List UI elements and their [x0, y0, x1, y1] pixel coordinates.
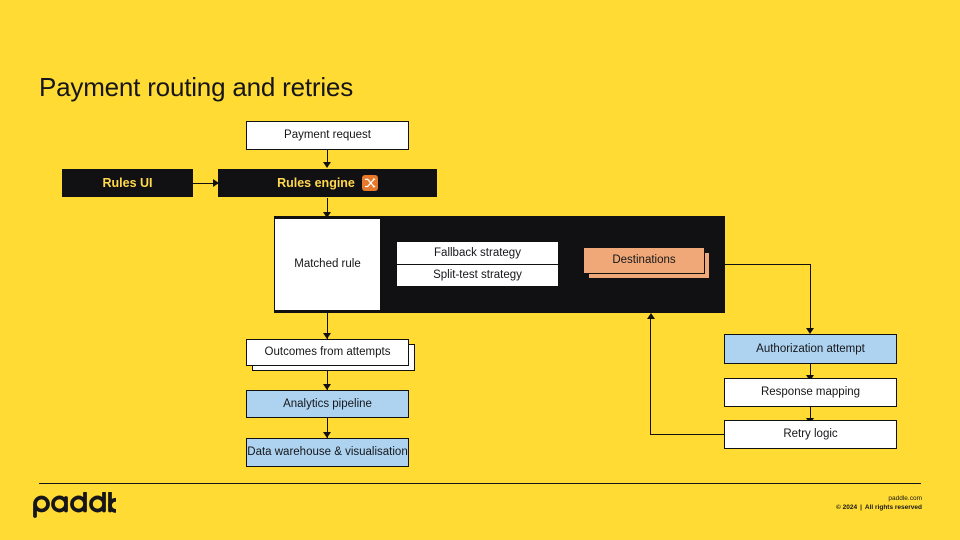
node-fallback-strategy-label: Fallback strategy — [434, 246, 521, 259]
node-rules-ui[interactable]: Rules UI — [62, 169, 193, 197]
paddle-logo — [30, 492, 116, 518]
connector-retry-logic-feedback-v — [650, 318, 652, 434]
connector-retry-logic-feedback-h — [650, 433, 725, 435]
node-destinations-label: Destinations — [612, 254, 676, 266]
arrowhead-rules-engine-left-in — [213, 179, 219, 187]
connector-payment-request-to-rules-engine — [326, 149, 328, 167]
page-title: Payment routing and retries — [39, 72, 353, 102]
footer-divider — [39, 483, 921, 485]
arrowhead-matched-rule-in — [323, 212, 331, 218]
node-analytics-pipeline[interactable]: Analytics pipeline — [246, 390, 409, 418]
arrowhead-data-warehouse-in — [323, 432, 331, 438]
node-payment-request-label: Payment request — [284, 129, 371, 141]
node-outcomes-from-attempts-label: Outcomes from attempts — [264, 346, 391, 358]
shuffle-icon — [361, 175, 378, 191]
node-response-mapping-label: Response mapping — [760, 386, 861, 398]
node-destinations[interactable]: Destinations — [583, 247, 705, 274]
connector-rules-engine-to-matched-rule — [326, 198, 328, 218]
node-authorization-attempt[interactable]: Authorization attempt — [724, 334, 897, 364]
node-rules-ui-label: Rules UI — [102, 175, 153, 190]
footer-copyright-line: © 2024|All rights reserved — [836, 503, 922, 512]
arrowhead-authorization-in — [806, 328, 814, 334]
connector-authorization-to-response-mapping — [809, 364, 811, 381]
connector-panel-to-authorization-h — [725, 263, 811, 265]
node-data-warehouse[interactable]: Data warehouse & visualisation — [246, 438, 409, 467]
node-matched-rule-label: Matched rule — [294, 258, 361, 270]
node-rules-engine[interactable]: Rules engine — [218, 169, 437, 197]
node-retry-logic-label: Retry logic — [783, 428, 838, 440]
node-payment-request[interactable]: Payment request — [246, 121, 409, 150]
connector-rules-ui-to-rules-engine — [193, 182, 218, 184]
arrowhead-rules-engine-in — [323, 162, 331, 168]
node-matched-rule[interactable]: Matched rule — [274, 218, 381, 311]
node-analytics-pipeline-label: Analytics pipeline — [283, 397, 372, 410]
arrowhead-panel-feedback-in — [646, 313, 655, 319]
node-split-test-strategy[interactable]: Split-test strategy — [397, 263, 558, 286]
node-outcomes-from-attempts[interactable]: Outcomes from attempts — [246, 339, 409, 366]
footer-rights: All rights reserved — [864, 504, 922, 511]
strategy-group: Fallback strategy Split-test strategy — [396, 241, 559, 287]
node-authorization-attempt-label: Authorization attempt — [756, 342, 865, 355]
footer-site: paddle.com — [888, 495, 922, 502]
node-response-mapping[interactable]: Response mapping — [724, 378, 897, 407]
node-split-test-strategy-label: Split-test strategy — [433, 269, 522, 282]
node-rules-engine-label: Rules engine — [277, 175, 355, 190]
footer-copyright: © 2024 — [836, 504, 858, 511]
connector-matched-rule-to-outcomes — [326, 311, 328, 339]
connector-panel-to-authorization-v — [809, 263, 811, 332]
node-fallback-strategy[interactable]: Fallback strategy — [397, 242, 558, 264]
node-data-warehouse-label: Data warehouse & visualisation — [247, 446, 408, 458]
arrowhead-analytics-in — [323, 384, 331, 390]
connector-outcomes-to-analytics — [326, 366, 328, 390]
node-retry-logic[interactable]: Retry logic — [724, 420, 897, 449]
footer-meta: paddle.com © 2024|All rights reserved — [836, 494, 922, 512]
connector-analytics-to-data-warehouse — [326, 418, 328, 438]
footer-separator: | — [860, 504, 862, 511]
connector-response-mapping-to-retry-logic — [809, 407, 811, 424]
arrowhead-outcomes-in — [323, 333, 331, 339]
